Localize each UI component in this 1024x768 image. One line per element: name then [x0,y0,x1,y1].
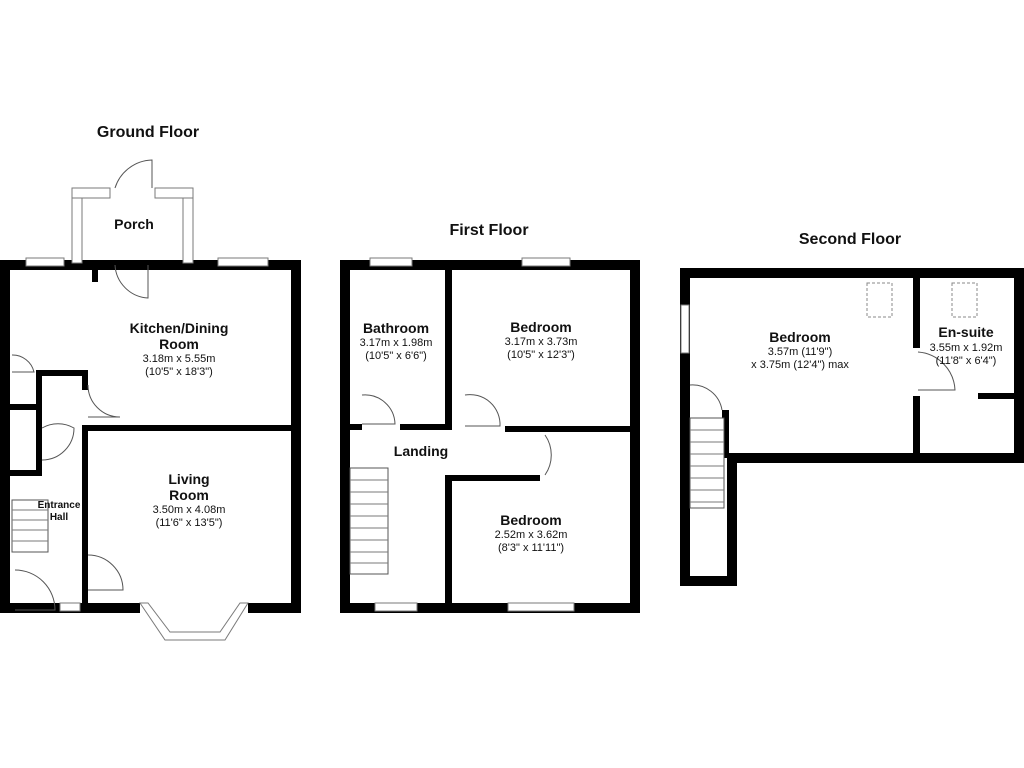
room-dims-line-1: 3.57m (11'9") [768,346,833,358]
window [25,257,65,267]
room-name-bathroom: Bathroom [363,320,429,336]
wall [348,424,362,430]
room-name-bedroom: Bedroom [510,319,571,335]
room-name-entrance-hall: Entrance [38,500,81,511]
wall [0,260,10,613]
wall [10,470,42,476]
wall [82,425,88,605]
bay-window [139,602,249,641]
door-swing [544,434,552,476]
room-name-living: Living [168,471,209,487]
wall [1014,268,1024,463]
room-dims-metric: 3.17m x 1.98m [360,337,433,349]
room-dims-imperial: (10'5" x 12'3") [507,349,575,361]
wall [978,393,1016,399]
window [374,602,418,612]
window [680,304,690,354]
room-name-landing: Landing [394,443,448,459]
room-name-bedroom: Bedroom [500,512,561,528]
window [507,602,575,612]
room-dims-metric: 3.17m x 3.73m [505,336,578,348]
door-swing [41,423,75,461]
skylight [951,282,978,318]
door-swing [917,351,956,391]
wall [680,268,690,586]
first-floor: First Floor [340,222,640,613]
wall [82,370,88,390]
wall [680,576,737,586]
wall [291,260,301,613]
door-swing [689,384,723,411]
window [521,257,571,267]
room-dims-imperial: (10'5" x 6'6") [365,350,427,362]
door-swing [361,394,396,425]
wall [248,603,301,613]
room-name-kitchen-2: Room [159,336,199,352]
wall [400,424,452,430]
wall [36,370,42,470]
second-floor-title: Second Floor [799,231,901,248]
room-name-ensuite: En-suite [938,324,993,340]
porch-wall-window [154,187,194,199]
ground-floor: Ground Floor [0,124,301,641]
door-swing [11,354,35,373]
room-name-bedroom: Bedroom [769,329,830,345]
door-swing [114,159,153,189]
door-swing [464,394,501,427]
wall [10,404,40,410]
room-name-entrance-hall-2: Hall [50,512,69,523]
room-dims-imperial: (11'8" x 6'4") [936,355,997,367]
wall [92,262,98,282]
wall [340,603,640,613]
room-dims-imperial: (11'6" x 13'5") [156,517,223,529]
porch-wall-window [71,187,111,199]
porch-wall-window [182,187,194,264]
room-name-porch: Porch [114,216,154,232]
wall [630,260,640,613]
wall [505,426,635,432]
window [369,257,413,267]
room-name-kitchen: Kitchen/Dining [130,320,229,336]
wall [36,370,88,376]
staircase [689,417,725,509]
door-swing [87,384,121,418]
room-dims-metric: 3.18m x 5.55m [143,353,216,365]
wall [913,276,920,348]
room-dims-metric: 3.50m x 4.08m [153,504,226,516]
wall [85,425,295,431]
wall [727,453,737,586]
window [217,257,269,267]
first-floor-title: First Floor [449,222,528,239]
door-swing [87,554,124,591]
room-dims-imperial: (8'3" x 11'11") [498,542,564,554]
room-name-living-2: Room [169,487,209,503]
skylight [866,282,893,318]
wall [0,260,301,270]
wall [445,475,540,481]
room-dims-imperial: (10'5" x 18'3") [145,366,213,378]
wall [727,453,1024,463]
ground-floor-title: Ground Floor [97,124,199,141]
wall [340,260,350,613]
wall [722,410,729,458]
door-swing [114,264,149,299]
door-swing [14,569,56,611]
porch-wall-window [71,187,83,264]
wall [445,475,452,607]
staircase [11,499,49,553]
second-floor: Second Floor B [680,231,1024,586]
room-dims-line-2: x 3.75m (12'4") max [751,359,849,371]
room-dims-metric: 3.55m x 1.92m [930,342,1003,354]
window [59,602,81,612]
wall [445,268,452,428]
wall [913,396,920,456]
room-dims-metric: 2.52m x 3.62m [495,529,568,541]
wall [680,268,1024,278]
wall [340,260,640,270]
staircase [349,467,389,575]
